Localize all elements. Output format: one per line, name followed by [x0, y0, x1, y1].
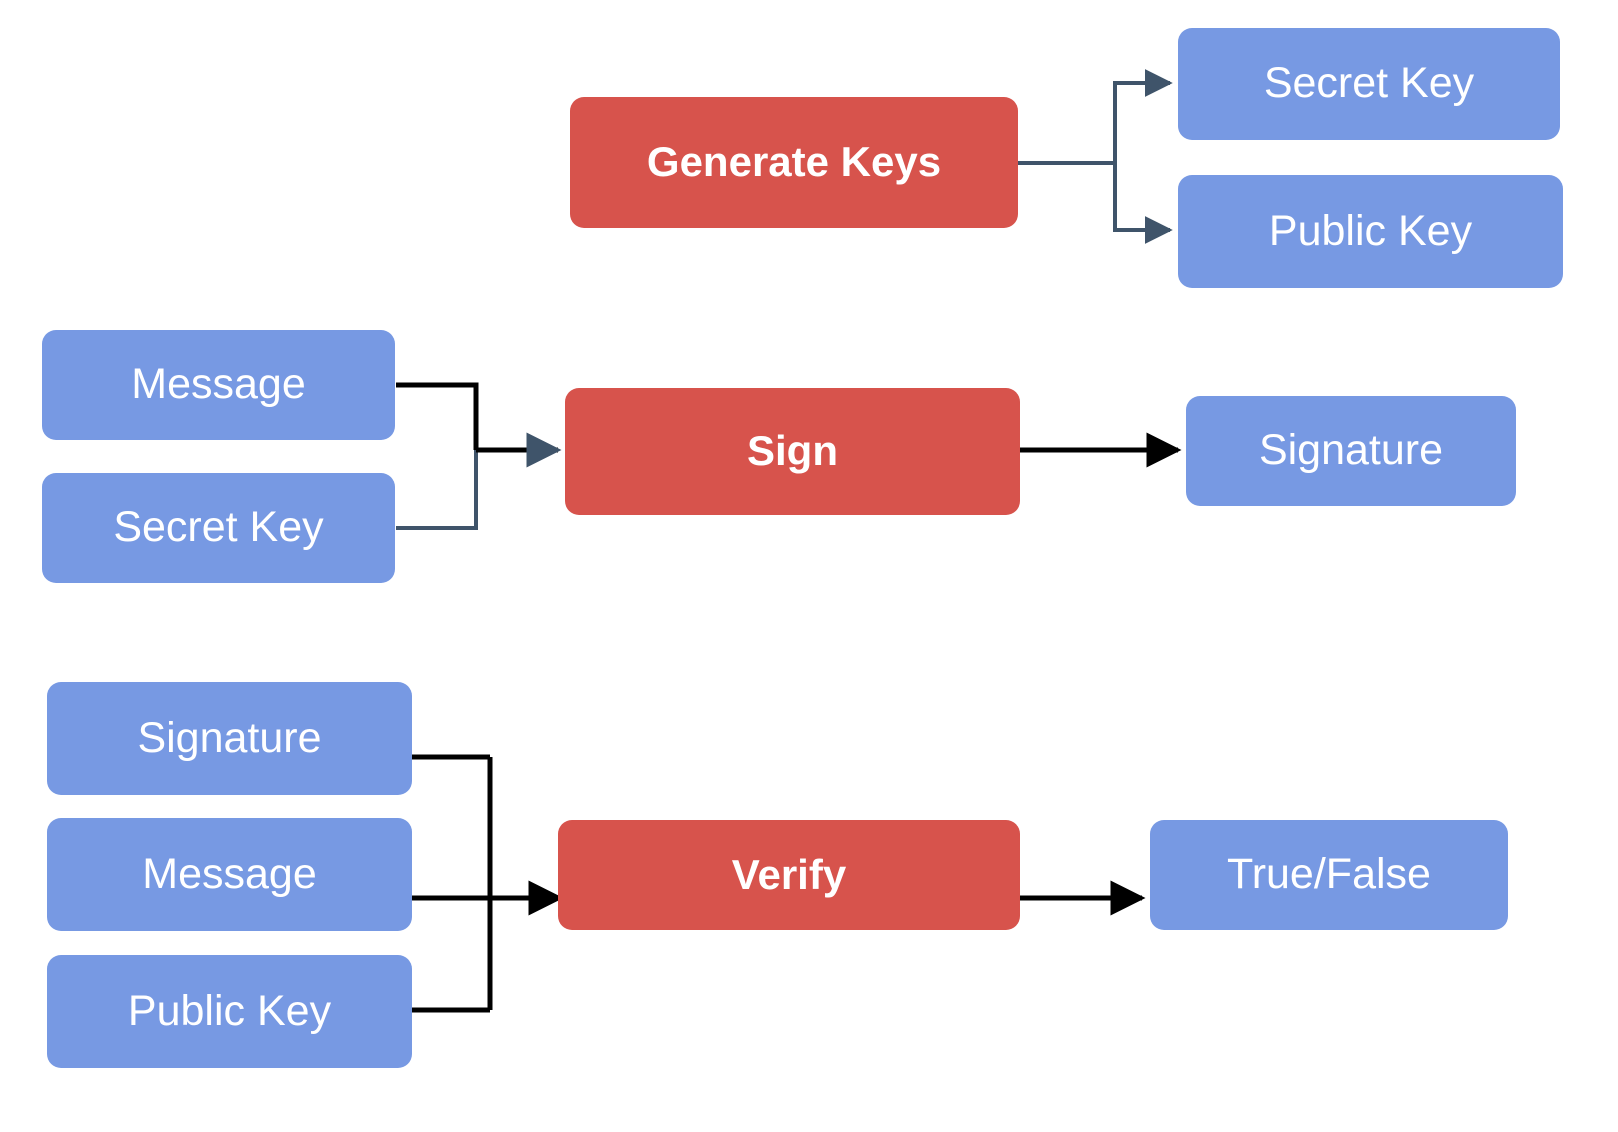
data-verify-output-result-label: True/False — [1227, 850, 1431, 899]
data-verify-input-public-key-label: Public Key — [127, 986, 332, 1035]
data-sign-input-secret-key-label: Secret Key — [113, 503, 324, 552]
edge-generate-keys-branch — [1018, 69, 1173, 244]
data-verify-input-message-label: Message — [142, 849, 317, 898]
process-verify[interactable]: Verify — [558, 820, 1020, 930]
data-verify-input-public-key[interactable]: Public Key — [47, 955, 412, 1068]
process-generate-keys[interactable]: Generate Keys — [570, 97, 1018, 228]
data-sign-input-message[interactable]: Message — [42, 330, 395, 440]
edge-verify-inputs-merge — [412, 754, 564, 1013]
edge-sign-inputs-merge — [396, 382, 562, 530]
data-sign-output-signature[interactable]: Signature — [1186, 396, 1516, 506]
process-sign-label: Sign — [747, 427, 838, 475]
data-verify-input-signature-label: Signature — [137, 713, 322, 762]
data-public-key-output[interactable]: Public Key — [1178, 175, 1563, 288]
data-verify-input-signature[interactable]: Signature — [47, 682, 412, 795]
data-verify-output-result[interactable]: True/False — [1150, 820, 1508, 930]
data-verify-input-message[interactable]: Message — [47, 818, 412, 931]
data-sign-input-message-label: Message — [131, 360, 306, 409]
data-sign-output-signature-label: Signature — [1258, 426, 1444, 475]
process-sign[interactable]: Sign — [565, 388, 1020, 515]
process-generate-keys-label: Generate Keys — [646, 138, 942, 186]
data-public-key-output-label: Public Key — [1268, 206, 1473, 255]
data-sign-input-secret-key[interactable]: Secret Key — [42, 473, 395, 583]
process-verify-label: Verify — [731, 850, 847, 898]
data-secret-key-output[interactable]: Secret Key — [1178, 28, 1560, 140]
data-secret-key-output-label: Secret Key — [1263, 59, 1475, 108]
